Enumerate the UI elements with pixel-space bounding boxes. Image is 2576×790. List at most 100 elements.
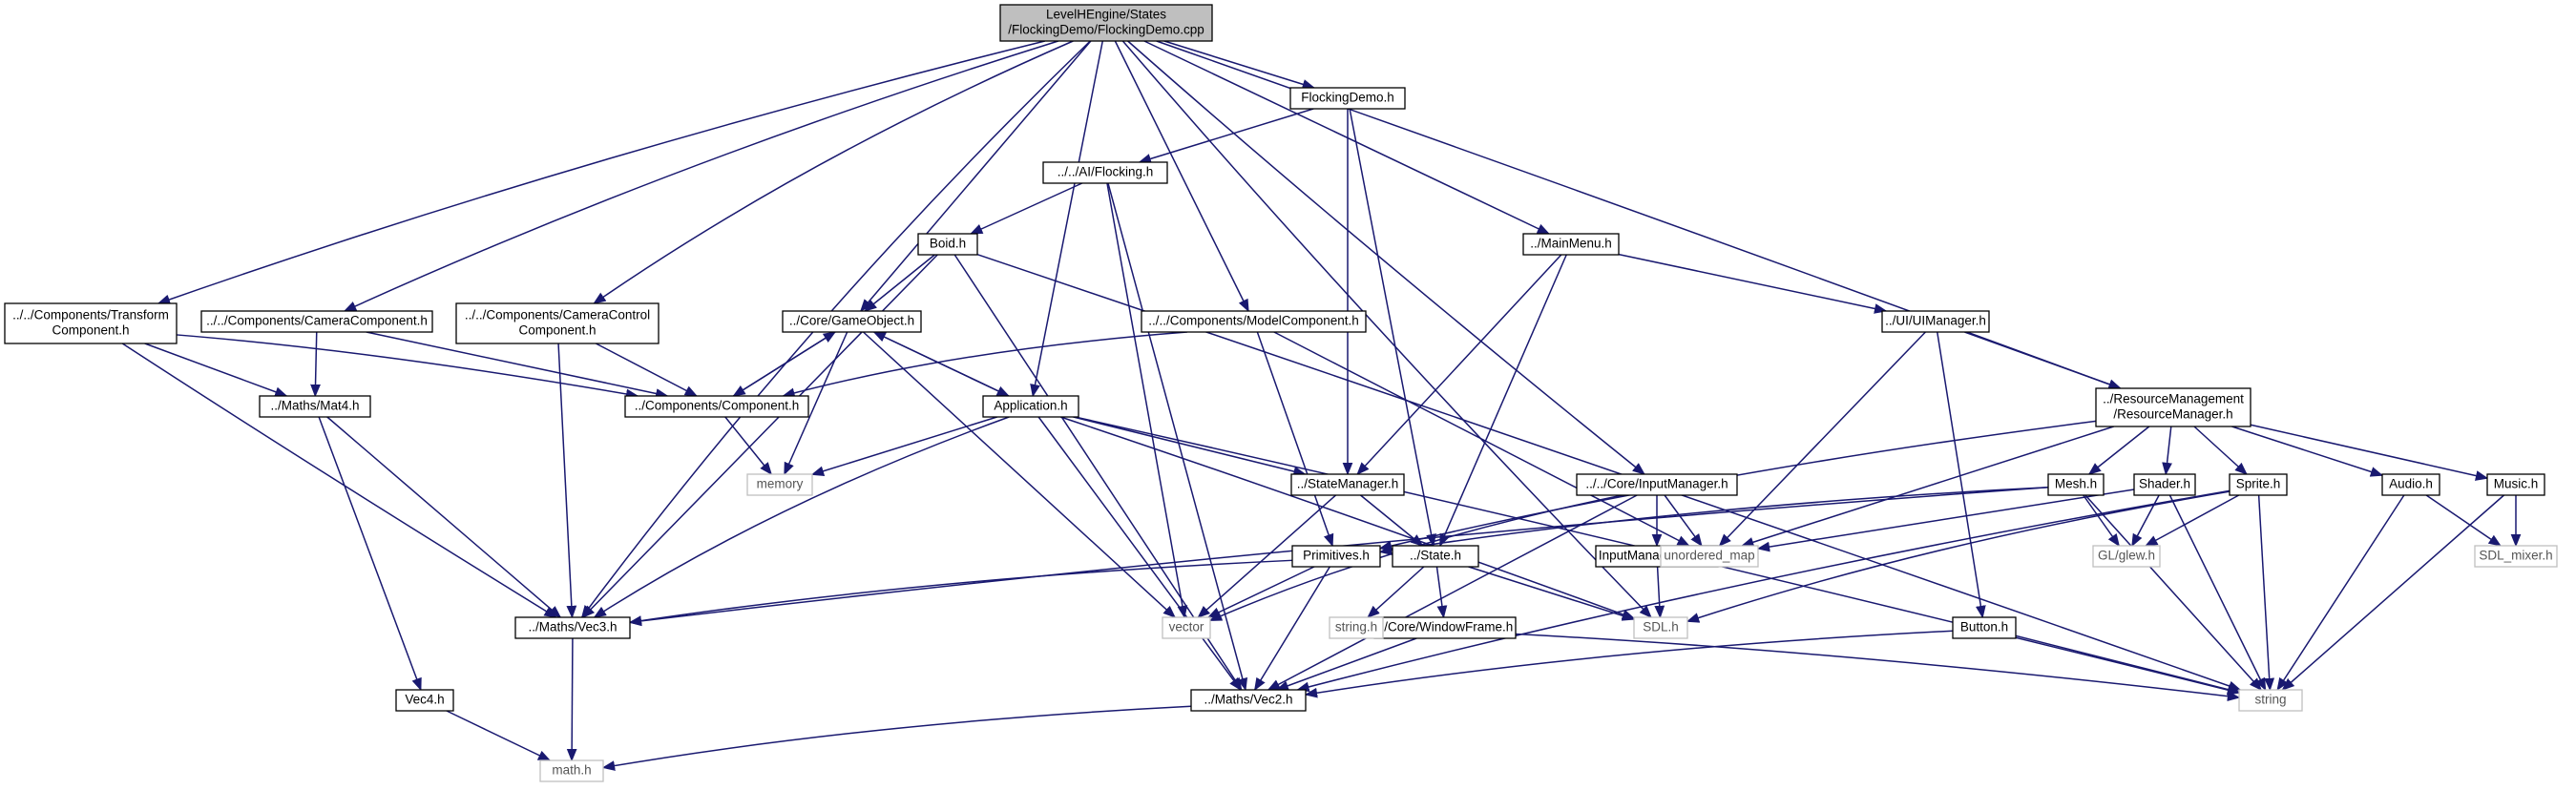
- node-sprite[interactable]: Sprite.h: [2229, 473, 2288, 496]
- edge-mat4-to-vec3: [326, 416, 562, 618]
- node-vec3[interactable]: ../Maths/Vec3.h: [514, 616, 631, 639]
- node-inputmanager[interactable]: ../../Core/InputManager.h: [1576, 473, 1738, 496]
- node-memory[interactable]: memory: [746, 473, 813, 496]
- edge-inputmanager-to-vec2: [1267, 494, 1638, 691]
- node-mainmenu[interactable]: ../MainMenu.h: [1522, 233, 1620, 256]
- node-windowframe[interactable]: ../Core/WindowFrame.h: [1373, 616, 1517, 639]
- node-flockingdemo_h[interactable]: FlockingDemo.h: [1289, 87, 1406, 110]
- node-button[interactable]: Button.h: [1952, 616, 2017, 639]
- node-audio[interactable]: Audio.h: [2381, 473, 2440, 496]
- node-vec4[interactable]: Vec4.h: [395, 689, 454, 712]
- node-ai_flocking[interactable]: ../../AI/Flocking.h: [1042, 161, 1168, 184]
- edge-ai_flocking-to-vec2: [1107, 182, 1248, 692]
- node-box-gameobject: [782, 310, 922, 333]
- node-vec2[interactable]: ../Maths/Vec2.h: [1190, 689, 1307, 712]
- node-box-cameracontrol: [455, 302, 660, 344]
- edge-resourcemanager-to-sprite: [2193, 426, 2248, 475]
- node-glew[interactable]: GL/glew.h: [2092, 545, 2161, 568]
- node-box-music: [2486, 473, 2545, 496]
- node-stringh[interactable]: string.h: [1329, 616, 1384, 639]
- node-statemanager[interactable]: ../StateManager.h: [1290, 473, 1405, 496]
- edge-root-to-transform: [157, 40, 1046, 305]
- edge-primitives-to-vec3: [628, 559, 1293, 626]
- node-label-root: LevelHEngine/States: [1046, 8, 1166, 22]
- edge-root-to-inputmanager: [1127, 40, 1645, 475]
- node-label-shader: Shader.h: [2139, 477, 2190, 491]
- node-model[interactable]: ../../Components/ModelComponent.h: [1141, 310, 1367, 333]
- node-label-vec4: Vec4.h: [405, 693, 444, 707]
- edge-root-to-mainmenu: [1143, 40, 1551, 235]
- node-box-transform: [4, 302, 178, 344]
- node-label-memory: memory: [757, 477, 804, 491]
- node-root[interactable]: LevelHEngine/States/FlockingDemo/Flockin…: [999, 4, 1213, 42]
- node-box-button: [1952, 616, 2017, 639]
- node-uimanager[interactable]: ../UI/UIManager.h: [1881, 310, 1990, 333]
- node-box-camera: [200, 310, 433, 333]
- edge-component-to-gameobject: [733, 331, 837, 397]
- edge-resourcemanager-to-shader: [2162, 426, 2172, 476]
- edge-mainmenu-to-uimanager: [1618, 253, 1888, 314]
- node-label-primitives: Primitives.h: [1303, 549, 1370, 563]
- node-label-statemanager: ../StateManager.h: [1297, 477, 1399, 491]
- node-application[interactable]: Application.h: [982, 395, 1079, 418]
- edge-mesh-to-primitives: [1378, 487, 2049, 556]
- node-box-memory: [746, 473, 813, 496]
- edges-layer: [121, 40, 2522, 771]
- node-unordered_map[interactable]: unordered_map: [1660, 545, 1759, 568]
- node-label-root: /FlockingDemo/FlockingDemo.cpp: [1008, 23, 1204, 37]
- node-sdl_mixer[interactable]: SDL_mixer.h: [2474, 545, 2558, 568]
- node-box-vec3: [514, 616, 631, 639]
- node-label-math: math.h: [552, 763, 591, 778]
- node-math[interactable]: math.h: [539, 759, 604, 782]
- node-box-model: [1141, 310, 1367, 333]
- node-string[interactable]: string: [2238, 689, 2303, 712]
- node-music[interactable]: Music.h: [2486, 473, 2545, 496]
- node-state[interactable]: ../State.h: [1392, 545, 1479, 568]
- edge-root-to-application: [1030, 40, 1104, 398]
- node-box-root: [999, 4, 1213, 42]
- node-mesh[interactable]: Mesh.h: [2047, 473, 2105, 496]
- node-box-vec4: [395, 689, 454, 712]
- node-label-transform: Component.h: [52, 323, 129, 338]
- edge-vec3-to-math: [566, 637, 577, 762]
- edge-model-to-unordered_map: [1273, 331, 1690, 547]
- node-label-sdl_mixer: SDL_mixer.h: [2479, 549, 2552, 563]
- node-mat4[interactable]: ../Maths/Mat4.h: [259, 395, 371, 418]
- node-sdl[interactable]: SDL.h: [1633, 616, 1688, 639]
- edge-state-to-windowframe: [1435, 566, 1448, 619]
- node-boid[interactable]: Boid.h: [917, 233, 978, 256]
- node-gameobject[interactable]: ../Core/GameObject.h: [782, 310, 922, 333]
- node-box-inputmanager: [1576, 473, 1738, 496]
- node-label-vector: vector: [1169, 620, 1204, 634]
- edge-vec2-to-math: [601, 705, 1192, 771]
- node-label-mainmenu: ../MainMenu.h: [1530, 237, 1612, 251]
- node-box-math: [539, 759, 604, 782]
- edge-shader-to-string: [2168, 494, 2267, 692]
- node-label-application: Application.h: [994, 399, 1067, 413]
- node-box-audio: [2381, 473, 2440, 496]
- node-primitives[interactable]: Primitives.h: [1291, 545, 1381, 568]
- edge-application-to-statemanager: [1073, 416, 1307, 477]
- edge-mesh-to-string: [2084, 494, 2262, 692]
- node-label-ai_flocking: ../../AI/Flocking.h: [1058, 165, 1154, 179]
- node-box-unordered_map: [1660, 545, 1759, 568]
- node-cameracontrol[interactable]: ../../Components/CameraControlComponent.…: [455, 302, 660, 344]
- edge-audio-to-string: [2276, 494, 2405, 692]
- edge-root-to-model: [1114, 40, 1249, 313]
- node-label-glew: GL/glew.h: [2098, 549, 2155, 563]
- node-resourcemanager[interactable]: ../ResourceManagement/ResourceManager.h: [2095, 387, 2251, 427]
- edge-button-to-string: [2015, 634, 2241, 695]
- node-box-sdl_mixer: [2474, 545, 2558, 568]
- node-camera[interactable]: ../../Components/CameraComponent.h: [200, 310, 433, 333]
- node-shader[interactable]: Shader.h: [2133, 473, 2196, 496]
- node-box-vector: [1162, 616, 1211, 639]
- node-component[interactable]: ../Components/Component.h: [624, 395, 809, 418]
- edge-application-to-vec3: [593, 416, 1010, 618]
- node-vector[interactable]: vector: [1162, 616, 1211, 639]
- edge-sprite-to-vec2: [1296, 489, 2230, 693]
- node-label-resourcemanager: /ResourceManager.h: [2113, 407, 2232, 422]
- node-label-camera: ../../Components/CameraComponent.h: [206, 314, 428, 328]
- edge-transform-to-vec3: [121, 343, 557, 618]
- edge-resourcemanager-to-music: [2250, 424, 2489, 481]
